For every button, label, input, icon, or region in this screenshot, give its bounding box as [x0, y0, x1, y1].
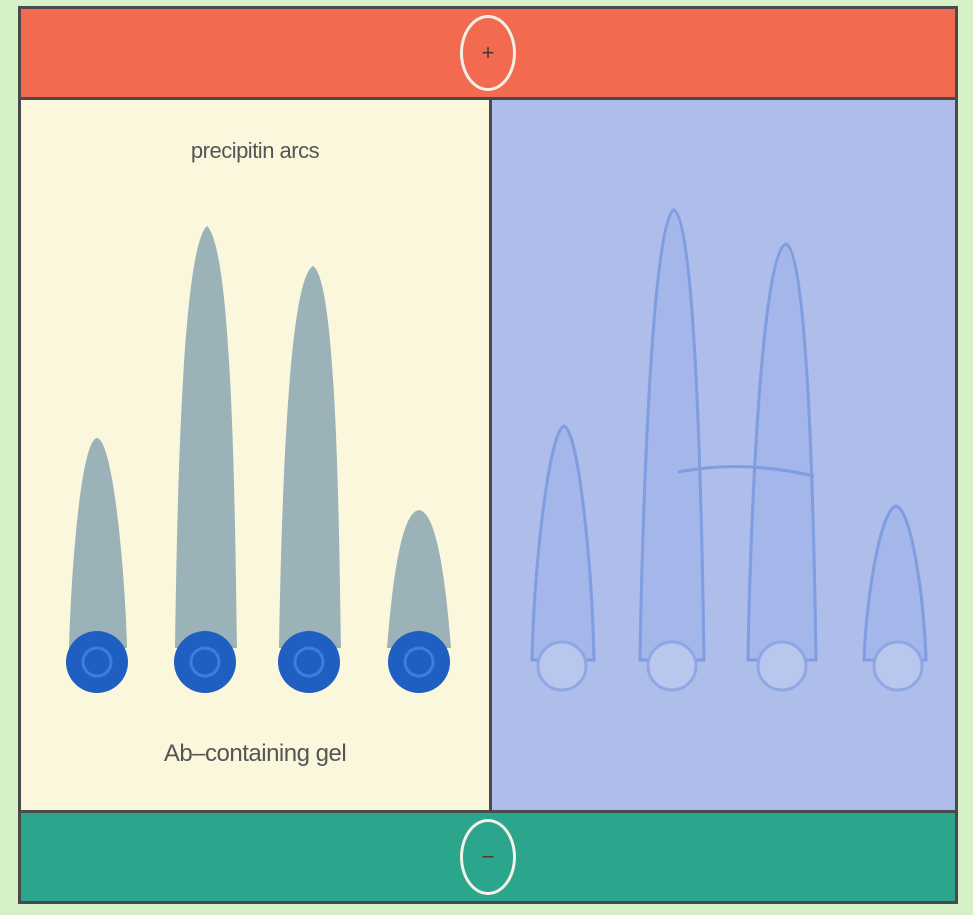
negative-electrode-band: −: [21, 810, 955, 901]
positive-electrode-band: +: [21, 9, 955, 100]
photo-rocket-2: [640, 210, 704, 660]
photo-well-2: [648, 642, 696, 690]
photo-well-3: [758, 642, 806, 690]
photo-well-4: [874, 642, 922, 690]
positive-electrode-marker: +: [460, 15, 516, 91]
photo-well-1: [538, 642, 586, 690]
rocket-1: [69, 438, 127, 648]
rocket-2: [175, 226, 237, 648]
negative-electrode-marker: −: [460, 819, 516, 895]
well-3: [278, 631, 340, 693]
well-1: [66, 631, 128, 693]
rocket-photo: [492, 100, 958, 816]
electrophoresis-diagram: + precipitin arcs Ab–containing gel: [18, 6, 958, 904]
rocket-3: [279, 266, 341, 648]
rocket-4: [387, 510, 451, 648]
rocket-schematic: [21, 100, 489, 816]
well-4: [388, 631, 450, 693]
positive-sign: +: [482, 40, 495, 66]
photo-gel-panel: [492, 100, 955, 816]
photo-rocket-4: [864, 506, 926, 660]
gel-label: Ab–containing gel: [21, 740, 489, 768]
negative-sign: −: [482, 844, 495, 870]
photo-rocket-1: [532, 426, 594, 660]
schematic-gel-panel: precipitin arcs Ab–containing gel: [21, 100, 492, 816]
well-2: [174, 631, 236, 693]
photo-rocket-3: [748, 244, 816, 660]
